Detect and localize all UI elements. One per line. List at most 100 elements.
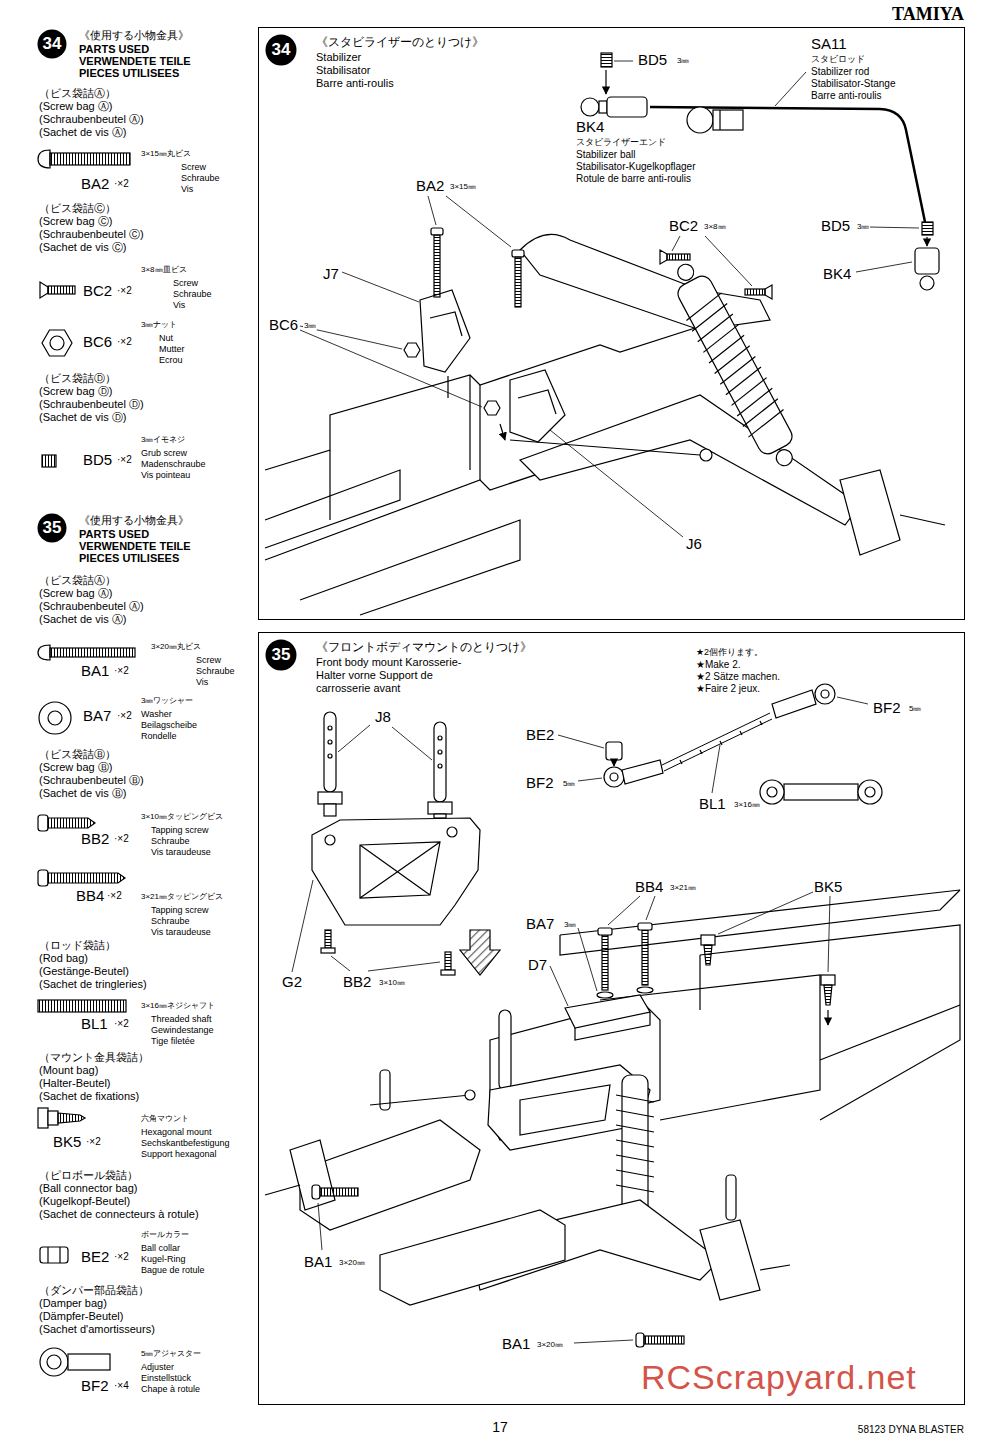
label-text: （ダンパー部品袋詰） <box>38 1284 150 1297</box>
leader-line <box>578 928 597 991</box>
chassis-drawing <box>581 98 599 116</box>
label-text: Screw <box>180 162 207 172</box>
dimension: 3×15㎜丸ビス <box>140 149 192 158</box>
dimension: 5㎜ <box>908 704 922 713</box>
leader-line <box>608 896 640 925</box>
part-code: BK5 <box>813 878 843 895</box>
dimension: 3×16㎜ <box>733 800 761 809</box>
hardware-icon <box>38 645 50 660</box>
label-text: PIECES UTILISEES <box>78 67 180 80</box>
body-mount-drawing <box>328 726 332 730</box>
body-mount-drawing <box>320 1188 358 1196</box>
body-mount-drawing <box>438 750 442 754</box>
body-mount-drawing <box>360 842 440 898</box>
leader-line <box>828 896 830 972</box>
step-circle <box>38 514 67 543</box>
body-mount-drawing <box>699 955 700 1010</box>
chassis-drawing <box>265 53 945 615</box>
chassis-drawing <box>599 101 607 113</box>
label-text: (Screw bag Ⓑ) <box>38 761 113 774</box>
label-text: Adjuster <box>140 1362 175 1372</box>
quantity: ·×2 <box>116 454 133 466</box>
chassis-drawing <box>920 276 934 290</box>
label-text: Rondelle <box>140 731 178 741</box>
body-mount-drawing <box>265 1185 300 1195</box>
step-circle <box>266 35 297 66</box>
leader-line <box>869 227 919 228</box>
dimension: 3㎜ナット <box>140 320 178 329</box>
part-code: BK5 <box>52 1133 82 1150</box>
body-mount-drawing <box>324 712 336 792</box>
dimension: 3㎜ <box>856 222 870 231</box>
label-text: Chape à rotule <box>140 1384 201 1394</box>
label-text: Tapping screw <box>150 825 210 835</box>
label-text: Barre anti-roulis <box>810 90 883 102</box>
body-mount-drawing <box>324 804 336 816</box>
label-text: Gewindestange <box>150 1025 215 1035</box>
label-text: (Schraubenbeutel Ⓒ) <box>38 228 145 241</box>
hardware-icon <box>50 648 135 657</box>
leader-line <box>578 778 602 781</box>
body-mount-drawing <box>325 835 335 845</box>
leader-line <box>705 236 752 286</box>
dimension: 3×21㎜ <box>669 883 697 892</box>
body-mount-drawing <box>265 684 960 1347</box>
chassis-drawing <box>510 370 565 442</box>
label-text: （ビス袋詰Ⓒ） <box>38 202 117 215</box>
hardware-icon <box>38 1000 126 1012</box>
label-text: (Screw bag Ⓓ) <box>38 385 113 398</box>
chassis-drawing <box>404 343 420 357</box>
step-number: 35 <box>37 513 67 543</box>
part-code: D7 <box>527 956 548 973</box>
label-text: Vis <box>180 184 194 194</box>
quantity: ·×2 <box>113 178 130 190</box>
step-circle <box>266 640 297 671</box>
chassis-drawing <box>840 470 900 555</box>
leader-line <box>342 272 419 302</box>
body-mount-drawing <box>312 1185 320 1199</box>
part-code: BA7 <box>82 707 112 724</box>
leader-line <box>712 745 720 793</box>
dimension: 3×10㎜タッピングビス <box>140 812 224 821</box>
label-text: VERWENDETE TEILE <box>78 540 192 553</box>
label-text: （ビス袋詰Ⓐ） <box>38 574 117 587</box>
quantity: ·×2 <box>116 285 133 297</box>
body-mount-drawing <box>560 890 960 935</box>
label-text: Stabilisator-Kugelkopflager <box>575 161 697 173</box>
part-code: BB4 <box>75 887 105 904</box>
label-text: ボールカラー <box>140 1230 190 1239</box>
dimension: 5㎜アジャスター <box>140 1349 202 1358</box>
chassis-drawing <box>300 520 520 615</box>
dimension: 3×20㎜ <box>536 1340 564 1349</box>
chassis-drawing <box>430 312 462 336</box>
hardware-icon <box>48 818 95 828</box>
step-number: 34 <box>265 34 297 66</box>
leader-line <box>300 330 482 407</box>
label-text: 17 <box>491 1419 509 1435</box>
label-text: Vis <box>195 677 209 687</box>
hardware-icon <box>48 1111 58 1125</box>
body-mount-drawing <box>644 1336 684 1344</box>
hardware-icon <box>42 330 72 356</box>
label-text: (Schraubenbeutel Ⓐ) <box>38 600 145 613</box>
chassis-drawing <box>745 289 765 295</box>
label-text: Grub screw <box>140 448 188 458</box>
quantity: ·×2 <box>116 336 133 348</box>
body-mount-drawing <box>613 762 614 766</box>
leader-line <box>331 956 350 971</box>
body-mount-drawing <box>821 975 835 985</box>
step-number-text: 34 <box>43 34 62 54</box>
label-text: Vis <box>172 300 186 310</box>
body-mount-drawing <box>636 1333 644 1347</box>
leader-line <box>646 896 655 920</box>
body-mount-drawing <box>700 925 960 1120</box>
label-text: ★Faire 2 jeux. <box>695 683 761 695</box>
part-code: G2 <box>281 973 303 990</box>
chassis-drawing <box>667 254 690 260</box>
quantity: ·×2 <box>116 710 133 722</box>
part-code: BA2 <box>80 175 110 192</box>
leader-line <box>292 697 868 1343</box>
label-text: PARTS USED <box>78 43 150 56</box>
leader-line <box>446 196 511 247</box>
body-mount-drawing <box>499 1010 511 1090</box>
